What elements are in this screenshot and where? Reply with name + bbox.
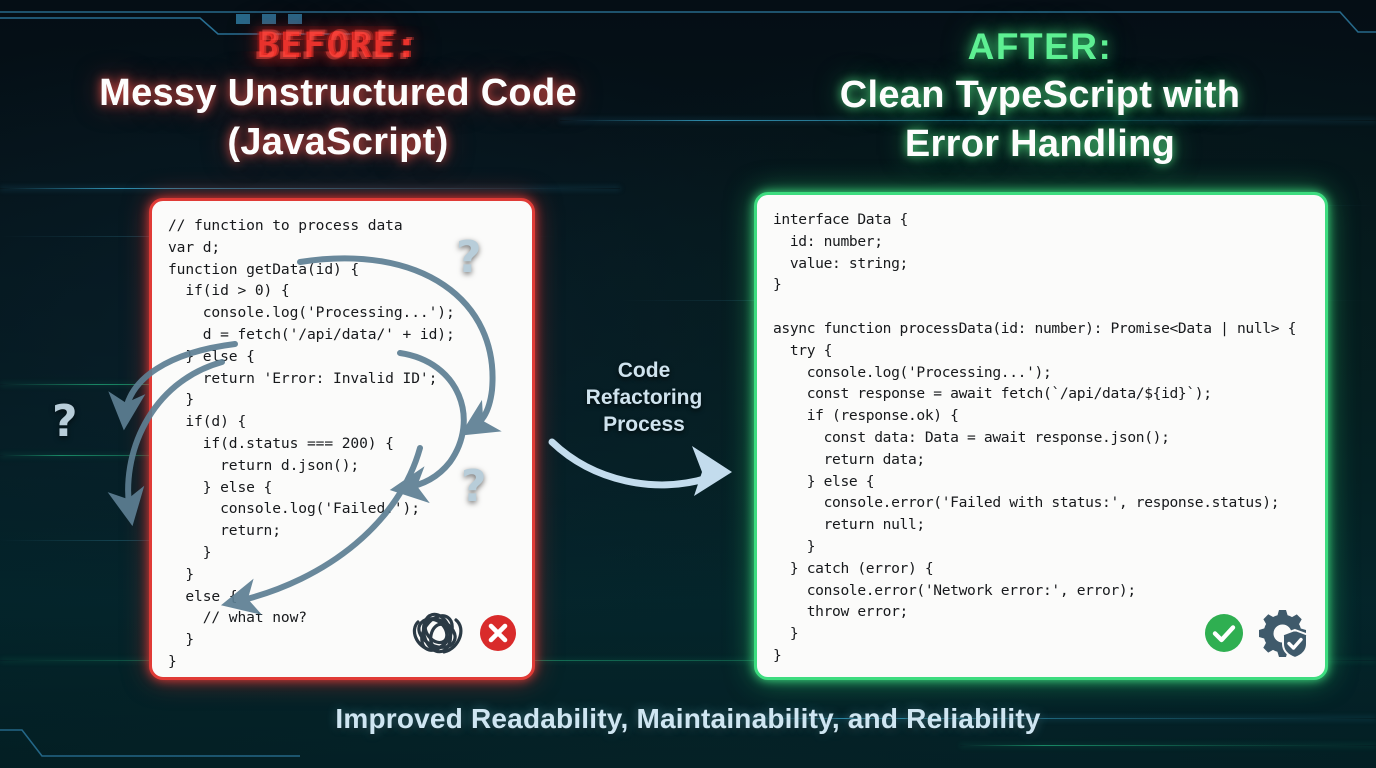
after-code-panel[interactable]: interface Data { id: number; value: stri… <box>754 192 1328 680</box>
before-panel-icons <box>406 606 518 665</box>
footer-caption: Improved Readability, Maintainability, a… <box>335 703 1041 734</box>
after-title-line2: Error Handling <box>904 123 1176 166</box>
after-title-line1: Clean TypeScript with <box>839 73 1241 116</box>
scanline <box>0 188 620 189</box>
center-label-line2: Refactoring <box>585 385 703 409</box>
before-kicker: BEFORE: <box>28 28 648 65</box>
gear-shield-icon <box>1255 606 1311 665</box>
after-header: AFTER: Clean TypeScript with Error Handl… <box>730 26 1350 166</box>
before-header: BEFORE: Messy Unstructured Code (JavaScr… <box>28 28 648 164</box>
error-x-icon <box>478 613 518 658</box>
before-title-line1: Messy Unstructured Code <box>99 71 577 114</box>
question-mark-annotation: ? <box>456 232 482 283</box>
scanline <box>960 745 1376 746</box>
tangle-icon <box>406 606 468 665</box>
after-kicker: AFTER: <box>967 26 1113 67</box>
curved-right-arrow-icon <box>546 436 751 513</box>
before-code-block: // function to process data var d; funct… <box>168 217 455 670</box>
center-label-line3: Process <box>603 412 685 436</box>
center-label-line1: Code <box>617 359 671 382</box>
after-code-block: interface Data { id: number; value: stri… <box>773 211 1297 664</box>
question-mark-annotation: ? <box>461 461 487 512</box>
before-title-line2: (JavaScript) <box>227 121 449 164</box>
success-check-icon <box>1203 612 1245 659</box>
refactoring-process-block: Code Refactoring Process <box>548 358 732 496</box>
question-mark-annotation: ? <box>52 396 78 447</box>
after-panel-icons <box>1203 606 1311 665</box>
